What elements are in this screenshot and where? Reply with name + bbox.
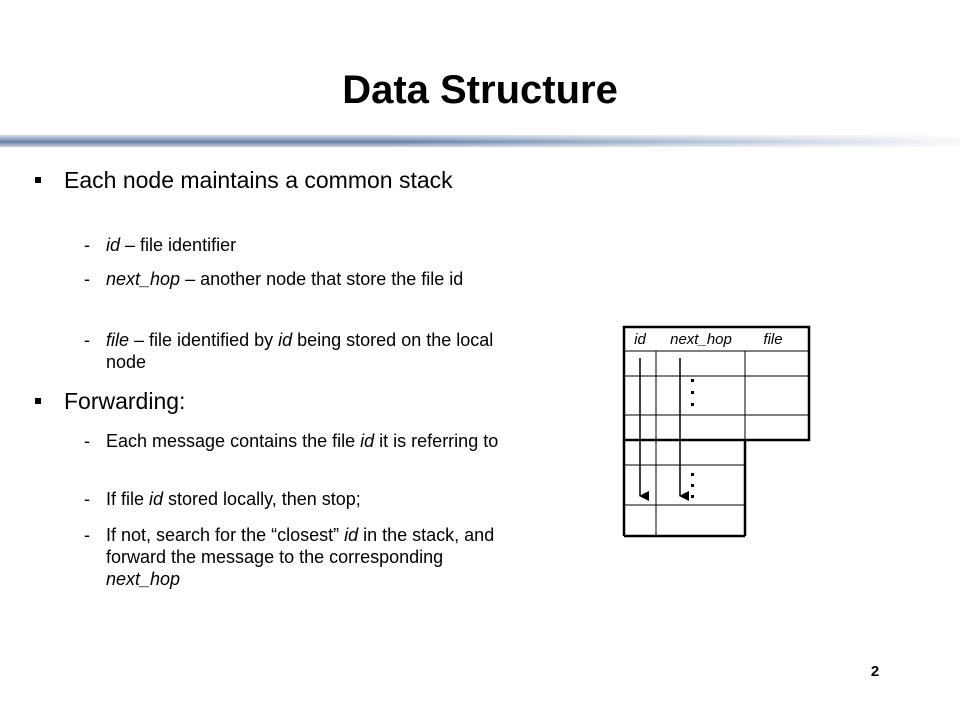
italic-term: next_hop — [106, 269, 181, 289]
text-run: If not, search for the “closest” — [106, 525, 345, 545]
stack-table-upper — [622, 325, 811, 442]
italic-term: next_hop — [106, 569, 181, 589]
sub-bullet-1-2: - next_hop – another node that store the… — [84, 269, 464, 289]
italic-term: file — [106, 330, 130, 350]
slide-title: Data Structure — [342, 68, 618, 112]
header-next-hop: next_hop — [670, 331, 732, 348]
sub-bullet-2-1-text: Each message contains the file id it is … — [106, 431, 498, 451]
sub-bullet-1-1-text: id – file identifier — [106, 235, 236, 255]
text-run: – another node that store the file id — [180, 269, 464, 289]
text-run: being stored on the local node — [106, 330, 494, 372]
sub-bullet-2-2-text: If file id stored locally, then stop; — [106, 489, 361, 509]
italic-term: id — [106, 235, 121, 255]
sub-bullet-1-3: - file – file identified by id being sto… — [84, 330, 494, 372]
bullet-1-text: Each node maintains a common stack — [64, 167, 453, 193]
bullet-1: Each node maintains a common stack — [35, 167, 514, 194]
text-run: it is referring to — [374, 431, 499, 451]
text-run: Each message contains the file — [106, 431, 361, 451]
header-id: id — [634, 331, 646, 348]
bullet-square-icon — [35, 398, 41, 404]
bullet-square-icon — [35, 177, 41, 183]
sub-bullet-2-3: - If not, search for the “closest” id in… — [84, 525, 495, 589]
sub-bullet-2-3-text: If not, search for the “closest” id in t… — [106, 525, 494, 589]
page-number: 2 — [870, 663, 880, 680]
sub-bullet-1-1: - id – file identifier — [84, 235, 237, 255]
header-file: file — [763, 331, 782, 348]
vertical-ellipsis-icon — [691, 379, 694, 406]
italic-term: id — [360, 431, 375, 451]
text-run: in the stack, and forward the message to… — [106, 525, 495, 567]
sub-bullet-2-2: - If file id stored locally, then stop; — [84, 489, 361, 509]
text-run: – file identifier — [120, 235, 237, 255]
vertical-ellipsis-icon — [691, 473, 694, 498]
title-divider-fade — [0, 135, 960, 147]
bullet-2: Forwarding: — [35, 388, 514, 415]
sub-bullet-1-3-text: file – file identified by id being store… — [106, 330, 493, 372]
italic-term: id — [344, 525, 359, 545]
bullet-2-text: Forwarding: — [64, 388, 186, 414]
stack-table-lower — [622, 440, 747, 538]
italic-term: id — [278, 330, 293, 350]
text-run: – file identified by — [129, 330, 279, 350]
sub-bullet-1-2-text: next_hop – another node that store the f… — [106, 269, 463, 289]
italic-term: id — [149, 489, 164, 509]
text-run: If file — [106, 489, 150, 509]
text-run: stored locally, then stop; — [163, 489, 361, 509]
sub-bullet-2-1: - Each message contains the file id it i… — [84, 431, 499, 451]
